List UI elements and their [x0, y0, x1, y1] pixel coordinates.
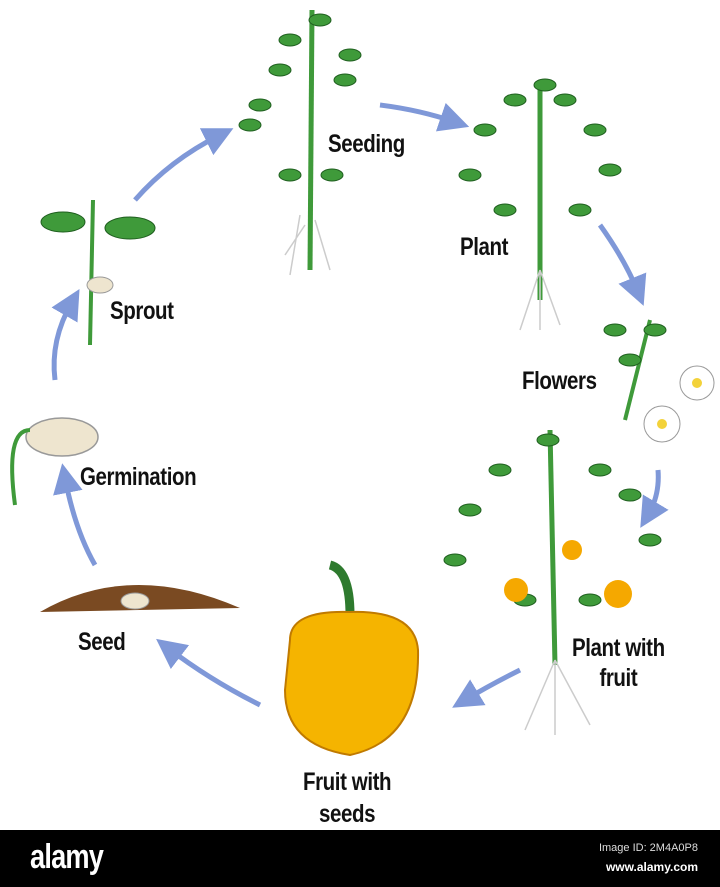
pepper-illustration — [283, 560, 420, 757]
alamy-logo: alamy — [30, 838, 104, 876]
arrow-flowers-to-fruitplant — [640, 469, 669, 528]
label-plant: Plant — [460, 233, 509, 261]
label-plant-with-fruit: Plant with fruit — [572, 634, 665, 692]
image-id: Image ID: 2M4A0P8 — [598, 842, 698, 854]
watermark-footer: alamy Image ID: 2M4A0P8 www.alamy.com — [0, 830, 720, 887]
arrow-fruit-to-seed — [156, 638, 262, 708]
plant-with-fruit-illustration — [443, 429, 662, 735]
site-url: www.alamy.com — [605, 860, 698, 874]
label-fruit-with-seeds: Fruit with seeds — [303, 768, 392, 828]
arrow-germination-to-sprout — [51, 289, 80, 381]
arrow-seed-to-germination — [53, 463, 98, 567]
label-seed: Seed — [78, 628, 126, 656]
label-sprout: Sprout — [110, 297, 174, 325]
life-cycle-diagram — [10, 9, 715, 757]
plant-illustration — [458, 78, 622, 331]
label-germination: Germination — [80, 463, 197, 491]
germination-illustration — [10, 417, 99, 506]
arrow-seeding-to-plant — [379, 102, 470, 132]
arrow-sprout-to-seeding — [133, 128, 234, 202]
label-seeding: Seeding — [328, 130, 405, 158]
arrow-fruitplant-to-fruit — [452, 667, 522, 708]
arrow-plant-to-flowers — [597, 223, 647, 306]
seed-illustration — [40, 584, 240, 612]
flowers-illustration — [603, 319, 715, 443]
sprout-illustration — [40, 199, 156, 346]
cycle-arrows — [51, 102, 669, 708]
seeding-illustration — [238, 9, 362, 276]
label-flowers: Flowers — [522, 367, 597, 395]
